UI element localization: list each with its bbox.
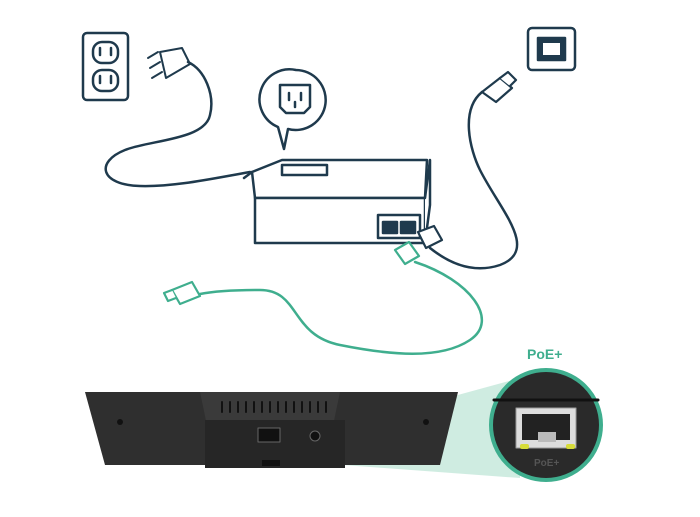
green-ethernet-cable-icon <box>162 240 484 355</box>
poe-port-magnifier <box>489 368 603 482</box>
power-plug-icon <box>104 47 252 188</box>
poe-injector-icon <box>242 158 432 245</box>
port-label: PoE+ <box>534 458 560 469</box>
ac-inlet-callout-icon <box>258 68 327 151</box>
router-device-icon <box>85 392 458 468</box>
power-outlet-icon <box>81 31 130 102</box>
rj45-connector-icon <box>416 70 519 270</box>
ethernet-wall-jack-icon <box>526 26 577 72</box>
poe-title-label: PoE+ <box>527 346 563 362</box>
